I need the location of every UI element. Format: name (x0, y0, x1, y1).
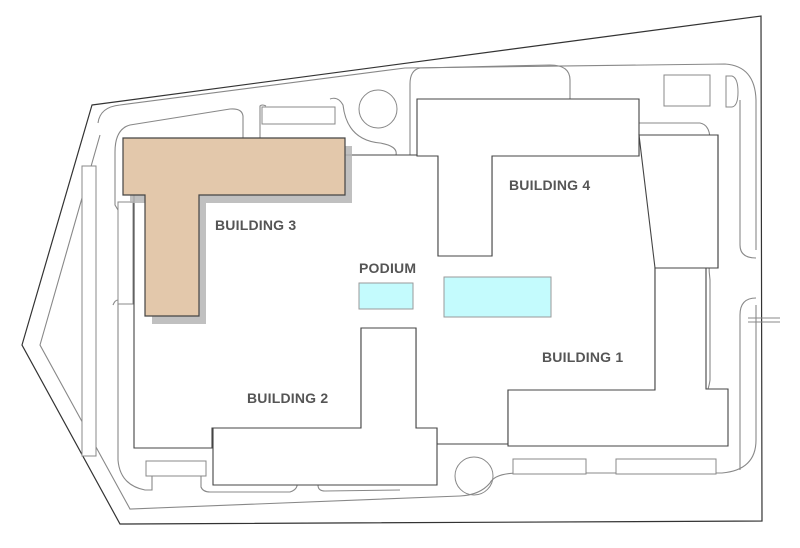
pool-small (358, 282, 414, 310)
podium-label: PODIUM (359, 260, 417, 276)
building-3-label: BUILDING 3 (215, 217, 297, 233)
building-4-footprint (416, 98, 640, 257)
building-1-label: BUILDING 1 (542, 349, 624, 365)
road-lines (39, 63, 780, 510)
pool-large (443, 276, 552, 318)
building-2-label: BUILDING 2 (247, 390, 329, 406)
site-boundary (21, 15, 763, 525)
building-2-footprint (212, 327, 438, 486)
building-1-footprint (507, 267, 729, 447)
building-4-label: BUILDING 4 (509, 177, 591, 193)
parking-and-planters (81, 74, 739, 496)
building-3-footprint-highlighted (122, 137, 346, 317)
building-4-east-wing (638, 134, 719, 269)
